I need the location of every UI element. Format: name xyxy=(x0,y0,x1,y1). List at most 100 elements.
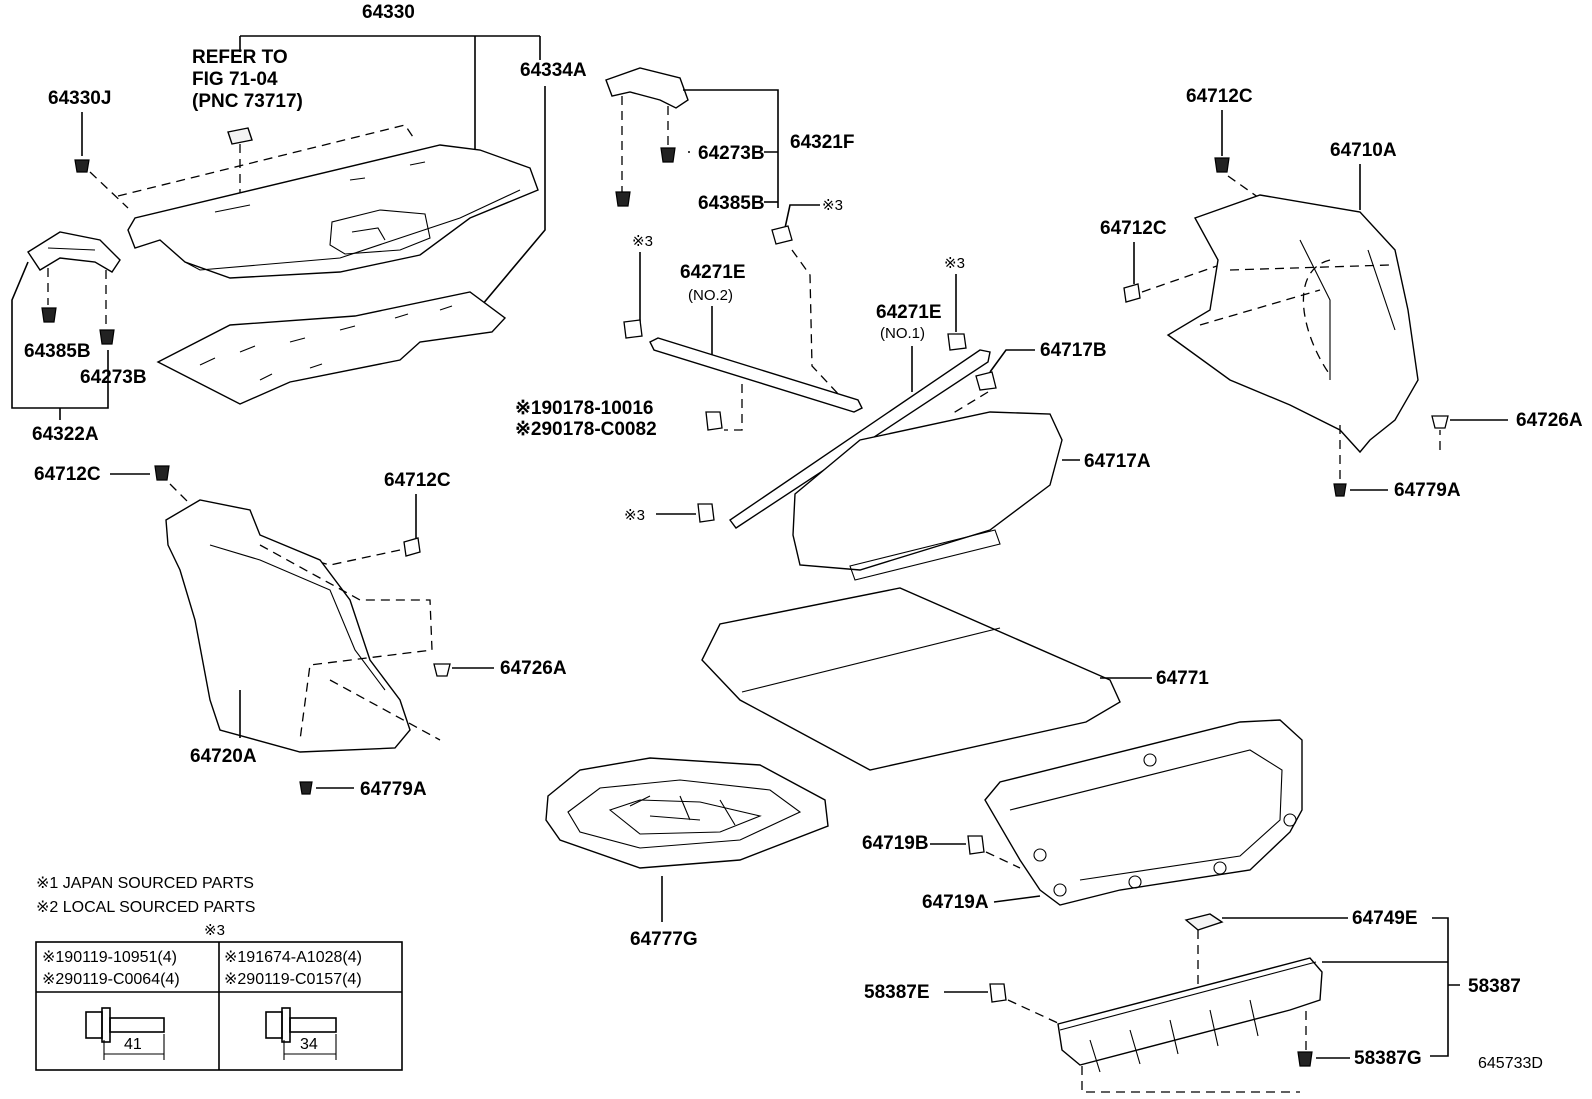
label-64712C-mid: 64712C xyxy=(384,470,451,491)
label-64271E-no1: 64271E xyxy=(876,302,942,323)
mark3-c: ※3 xyxy=(944,255,965,272)
legend-dim-41: 41 xyxy=(124,1036,142,1053)
right-trim-group: 64712C 64710A 64712C 64726A 64779A xyxy=(1100,86,1583,501)
trim-panel-64719A xyxy=(984,719,1303,906)
left-trim-group: 64712C 64712C 64726A 64720A 64779A xyxy=(34,464,567,800)
label-64719A: 64719A xyxy=(922,892,989,913)
label-no1: (NO.1) xyxy=(880,325,925,342)
label-58387: 58387 xyxy=(1468,976,1521,997)
brace-64271E-no1 xyxy=(729,349,991,529)
clip-64726A-right-icon xyxy=(1431,415,1449,429)
clip-64749E-icon xyxy=(1184,913,1224,931)
bracket-64322A xyxy=(27,231,121,273)
label-64334A: 64334A xyxy=(520,60,587,81)
mark3-a: ※3 xyxy=(822,197,843,214)
label-64385B-left: 64385B xyxy=(24,341,91,362)
clip-64719B-icon xyxy=(967,835,985,855)
diagram-id: 645733D xyxy=(1478,1055,1543,1072)
refer-note-line1: REFER TO xyxy=(192,47,288,68)
label-58387E: 58387E xyxy=(864,982,930,1003)
label-64321F: 64321F xyxy=(790,132,854,153)
trunk-panel-group: 64717B 64717A 64771 xyxy=(701,340,1209,771)
clip-64726A-left-icon xyxy=(433,663,451,677)
label-64385B-top: 64385B xyxy=(698,193,765,214)
braces-group: ※3 ※3 64271E (NO.2) ※3 64271E (NO.1) ※19… xyxy=(515,197,991,529)
label-64712C-right2: 64712C xyxy=(1100,218,1167,239)
label-64719B: 64719B xyxy=(862,833,929,854)
legend-local: ※2 LOCAL SOURCED PARTS xyxy=(36,899,255,916)
label-64710A: 64710A xyxy=(1330,140,1397,161)
label-64271E-no2: 64271E xyxy=(680,262,746,283)
legend-left-part2: ※290119-C0064(4) xyxy=(42,971,180,988)
label-64779A-right: 64779A xyxy=(1394,480,1461,501)
clip-64330J-icon xyxy=(74,159,90,173)
package-tray-group: 64330 REFER TO FIG 71-04 (PNC 73717) 643… xyxy=(11,2,587,445)
clip-64385B-top-icon xyxy=(615,191,631,207)
side-trim-64710A xyxy=(1166,194,1419,454)
label-64712C-left: 64712C xyxy=(34,464,101,485)
clip-64273B-left-icon xyxy=(99,329,115,345)
bolt-spec-1: ※190178-10016 xyxy=(515,398,653,419)
package-tray-64330 xyxy=(127,144,539,279)
legend-table-mark: ※3 xyxy=(204,922,225,939)
label-64717A: 64717A xyxy=(1084,451,1151,472)
bolt-right-icon xyxy=(947,333,967,351)
label-64717B: 64717B xyxy=(1040,340,1107,361)
clip-58387G-icon xyxy=(1297,1051,1313,1067)
clip-64273B-top-icon xyxy=(660,147,676,163)
brace-64271E-no2 xyxy=(649,337,863,413)
label-64726A-right: 64726A xyxy=(1516,410,1583,431)
label-64330: 64330 xyxy=(362,2,415,23)
bolt-upper-icon xyxy=(771,225,793,245)
label-64749E: 64749E xyxy=(1352,908,1418,929)
bracket-64334A-part xyxy=(605,67,689,109)
legend-dim-34: 34 xyxy=(300,1036,318,1053)
tray-mat xyxy=(156,291,507,405)
legend-right-part2: ※290119-C0157(4) xyxy=(224,971,362,988)
label-58387G: 58387G xyxy=(1354,1048,1422,1069)
clip-64712C-mid-icon xyxy=(403,537,421,557)
panel-64717A xyxy=(792,411,1063,571)
bolt-right-drawing xyxy=(265,1007,337,1060)
label-64779A-left: 64779A xyxy=(360,779,427,800)
label-64322A: 64322A xyxy=(32,424,99,445)
label-64712C-top-right: 64712C xyxy=(1186,86,1253,107)
label-64720A: 64720A xyxy=(190,746,257,767)
bolt-left-icon xyxy=(623,319,643,339)
clip-64717B-icon xyxy=(975,371,997,391)
nut-icon xyxy=(705,411,723,431)
legend: ※1 JAPAN SOURCED PARTS ※2 LOCAL SOURCED … xyxy=(35,875,403,1071)
label-64330J: 64330J xyxy=(48,88,111,109)
sill-plate-58387 xyxy=(1057,957,1323,1066)
bolt-left-drawing xyxy=(85,1007,165,1060)
clip-64385B-left-icon xyxy=(41,307,57,323)
label-64273B-top: 64273B xyxy=(698,143,765,164)
label-64777G: 64777G xyxy=(630,929,698,950)
label-no2: (NO.2) xyxy=(688,287,733,304)
mark3-d: ※3 xyxy=(624,507,645,524)
bolt-spec-2: ※290178-C0082 xyxy=(515,419,657,440)
label-64771: 64771 xyxy=(1156,668,1209,689)
clip-58387E-icon xyxy=(989,983,1007,1003)
legend-right-part1: ※191674-A1028(4) xyxy=(224,949,362,966)
clip-64712C-left-icon xyxy=(154,465,170,481)
clip-ref-icon xyxy=(227,127,253,145)
legend-left-part1: ※190119-10951(4) xyxy=(42,949,177,966)
trunk-mat-64771 xyxy=(701,587,1121,771)
bracket-64321F-group: 64273B 64321F 64385B xyxy=(605,67,854,214)
clip-64712C-tr-icon xyxy=(1214,157,1230,173)
clip-64779A-right-icon xyxy=(1333,483,1347,497)
deck-lid-group: 64719B 64719A 64749E 58387 58387E 58387G xyxy=(862,719,1521,1093)
side-trim-64720A xyxy=(165,499,411,753)
mark3-b: ※3 xyxy=(632,233,653,250)
clip-64712C-r2-icon xyxy=(1123,283,1141,303)
refer-note-line3: (PNC 73717) xyxy=(192,91,303,112)
legend-japan: ※1 JAPAN SOURCED PARTS xyxy=(36,875,254,892)
spare-tray-group: 64777G xyxy=(545,757,829,950)
clip-64779A-left-icon xyxy=(299,781,313,795)
label-64273B-left: 64273B xyxy=(80,367,147,388)
bolt-lower-icon xyxy=(697,503,715,523)
label-64726A-left: 64726A xyxy=(500,658,567,679)
refer-note-line2: FIG 71-04 xyxy=(192,69,278,90)
